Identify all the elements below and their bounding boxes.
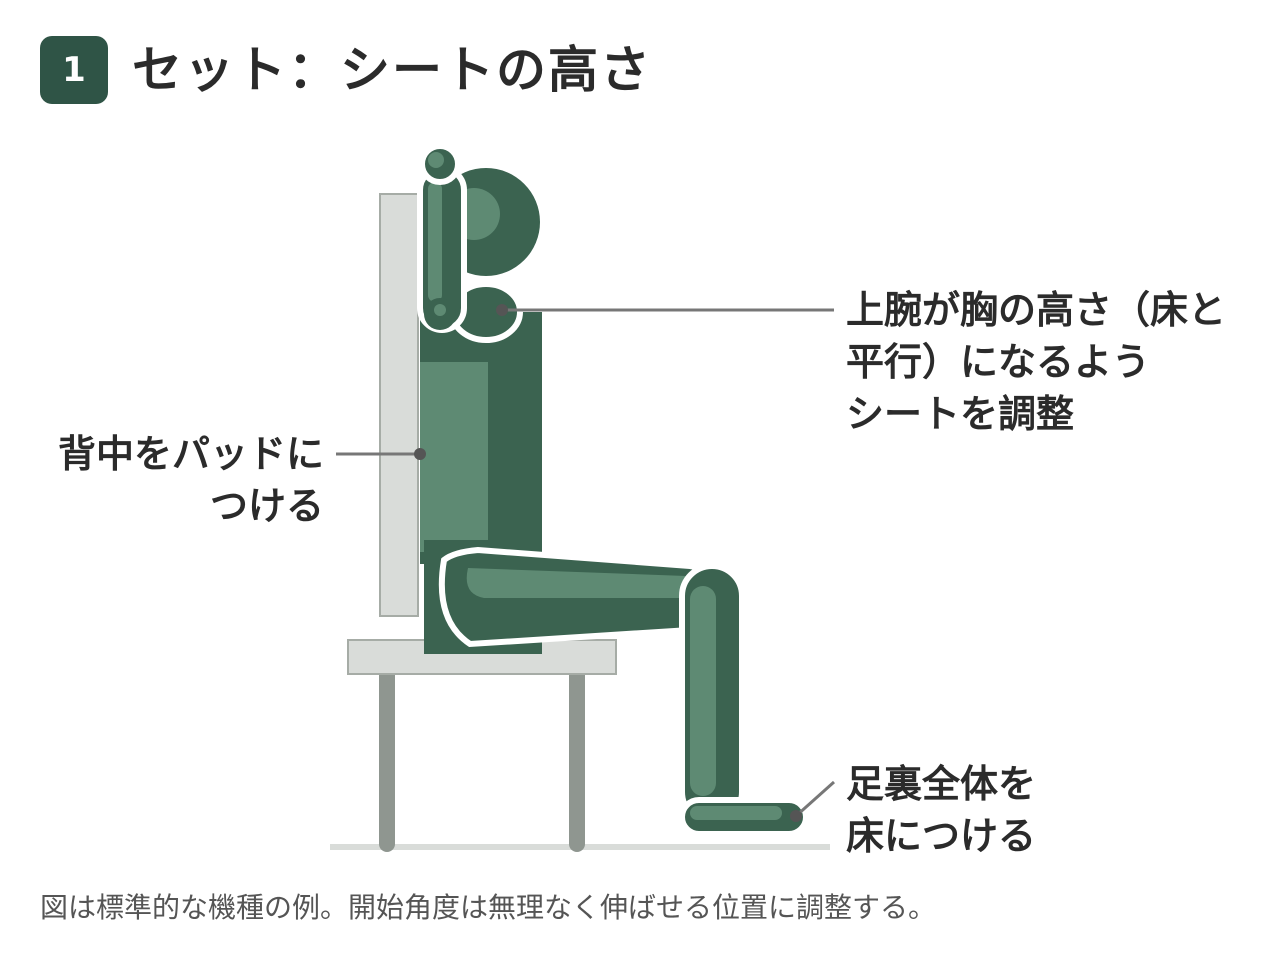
callout-arm-line-2: 平行）になるよう [846, 340, 1151, 384]
callout-arm: 上腕が胸の高さ（床と 平行）になるよう シートを調整 [846, 284, 1226, 440]
callout-back: 背中をパッドに つける [40, 428, 324, 532]
callout-arm-line-1: 上腕が胸の高さ（床と [846, 288, 1227, 332]
callout-feet: 足裏全体を 床につける [846, 758, 1036, 862]
seat-leg-back [569, 640, 585, 852]
torso-front-panel [420, 362, 488, 552]
callout-feet-line-1: 足裏全体を [846, 762, 1037, 806]
hand-highlight [428, 152, 444, 168]
feet-callout-dot [790, 810, 802, 822]
arm-callout-dot [496, 304, 508, 316]
feet-callout-line [794, 780, 836, 818]
upper-arm-highlight [428, 182, 442, 302]
callout-feet-line-2: 床につける [846, 814, 1037, 858]
elbow-joint-dot [434, 304, 446, 316]
seat-leg-front [379, 640, 395, 852]
callout-back-line-2: つける [209, 484, 324, 528]
callout-back-line-1: 背中をパッドに [57, 432, 324, 476]
step-number: 1 [62, 50, 86, 90]
back-callout-dot [414, 448, 426, 460]
back-pad [379, 193, 419, 617]
callout-arm-line-3: シートを調整 [846, 392, 1075, 436]
thigh-highlight [466, 568, 704, 598]
footnote: 図は標準的な機種の例。開始角度は無理なく伸ばせる位置に調整する。 [40, 891, 937, 924]
foot-highlight [690, 806, 782, 820]
step-title: セット：シートの高さ [132, 41, 652, 99]
lower-leg-highlight [690, 586, 716, 796]
step-number-badge: 1 [40, 36, 108, 104]
